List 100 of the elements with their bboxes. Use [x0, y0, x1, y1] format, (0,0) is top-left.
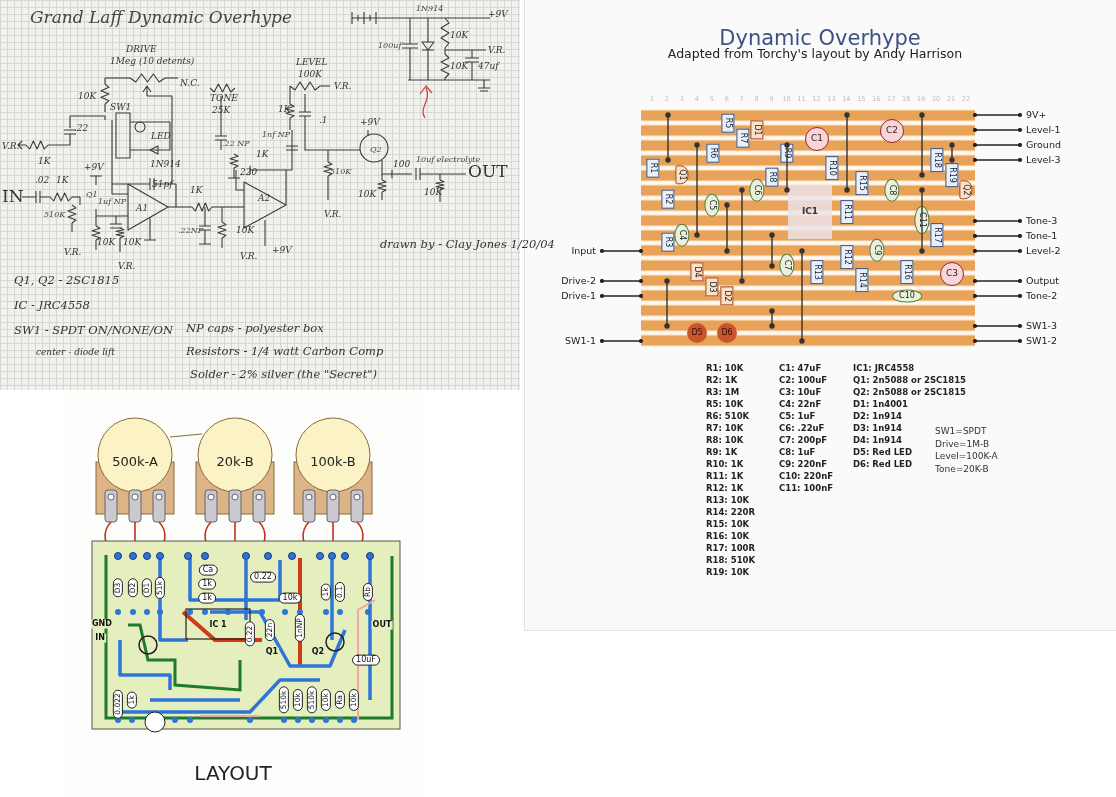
handwritten-label: 10K [450, 62, 469, 72]
parts-list-entry: R1: 10K [706, 364, 744, 374]
control-spec: Drive=1M-B [935, 439, 990, 450]
handwritten-label: V.R. [64, 248, 82, 258]
handwritten-label: 10K [358, 190, 377, 200]
handwritten-label: N.C. [180, 79, 200, 89]
pcb-text: Q2 [310, 647, 326, 657]
handwritten-label: V.R. [488, 46, 506, 56]
terminal-label: Tone-3 [1026, 216, 1058, 226]
resistor-label: R19 [945, 163, 959, 187]
component-label: 10k [278, 592, 302, 604]
terminal-label: 9V+ [1026, 110, 1047, 120]
parts-list-entry: R16: 10K [706, 532, 750, 542]
resistor-label: R6 [706, 143, 720, 163]
control-spec: SW1=SPDT [935, 427, 987, 437]
component-label: Ca [198, 564, 218, 576]
resistor-label: R18 [930, 148, 944, 172]
handwritten-label: TONE [210, 94, 238, 104]
wire [972, 142, 1023, 148]
pot-value-label: 500k-A [112, 454, 158, 470]
parts-list-entry: C4: 22nF [779, 400, 822, 410]
parts-list-entry: C9: 220nF [779, 460, 828, 470]
wire [599, 293, 644, 299]
parts-list-entry: D5: Red LED [853, 448, 912, 458]
handwritten-label: 1K [56, 176, 69, 186]
diode-label: D3 [705, 277, 719, 297]
resistor-label: R1 [646, 158, 660, 178]
pcb-text: IC 1 [208, 620, 228, 630]
parts-list-entry: C5: 1uF [779, 412, 816, 422]
handwritten-label: 10K [424, 188, 443, 198]
parts-list-entry: R10: 1K [706, 460, 744, 470]
control-spec: Tone=20K-B [935, 464, 989, 475]
parts-list-entry: D6: Red LED [853, 460, 912, 470]
parts-list-entry: R11: 1K [706, 472, 744, 482]
wire [972, 218, 1023, 224]
parts-list-entry: R18: 510K [706, 556, 756, 566]
handwritten-label: .02 [35, 176, 50, 186]
resistor-label: R11 [840, 200, 854, 224]
handwritten-label: 10K [123, 238, 142, 248]
layout-caption: LAYOUT [194, 762, 272, 784]
handwritten-label: 1K [278, 105, 291, 115]
handwritten-label: +9V [488, 10, 508, 20]
handwritten-label: 220 [240, 168, 258, 178]
wire [972, 112, 1023, 118]
handwritten-label: +9V [272, 246, 292, 256]
handwritten-note: Q1, Q2 - 2SC1815 [14, 274, 120, 287]
terminal-label: Drive-1 [561, 291, 596, 301]
handwritten-label: Q2 [370, 146, 382, 155]
parts-list-entry: R15: 10K [706, 520, 750, 530]
ic-label: IC1 [788, 185, 832, 239]
terminal-label: Ground [1026, 140, 1061, 150]
parts-list-entry: R13: 10K [706, 496, 750, 506]
handwritten-label: V.R. [2, 142, 20, 152]
handwritten-label: 10K [97, 238, 116, 248]
control-spec: Level=100K-A [935, 452, 998, 462]
handwritten-label: 47uf [478, 62, 499, 72]
resistor-label: R5 [721, 113, 735, 133]
wire [972, 338, 1023, 344]
handwritten-label: LEVEL [296, 58, 328, 68]
resistor-label: R8 [765, 167, 779, 187]
diode-label: D2 [720, 286, 734, 306]
resistor-label: R10 [825, 156, 839, 180]
handwritten-label: 1Meg (10 detents) [110, 57, 195, 67]
resistor-label: R16 [900, 260, 914, 284]
wire [972, 248, 1023, 254]
handwritten-label: 10K [236, 226, 255, 236]
parts-list-entry: R2: 1K [706, 376, 738, 386]
wire [599, 278, 644, 284]
handwritten-label: 10K [450, 31, 469, 41]
resistor-label: R2 [661, 189, 675, 209]
parts-list-entry: R7: 10K [706, 424, 744, 434]
terminal-label: Level-1 [1026, 125, 1061, 135]
handwritten-label: A2 [258, 194, 271, 204]
parts-list-entry: D4: 1n914 [853, 436, 903, 446]
handwritten-label: 1uf NP [98, 198, 127, 207]
handwritten-label: 100uf [378, 42, 402, 51]
parts-list-entry: R5: 10K [706, 400, 744, 410]
parts-list-entry: R17: 100R [706, 544, 756, 554]
terminal-label: SW1-2 [1026, 336, 1057, 346]
parts-list-entry: C2: 100uF [779, 376, 828, 386]
handwritten-label: .22 NP [222, 140, 250, 149]
wire [972, 233, 1023, 239]
wire [972, 157, 1023, 163]
handwritten-label: 10K [78, 92, 97, 102]
parts-list-entry: D2: 1n914 [853, 412, 903, 422]
terminal-label: Input [571, 246, 596, 256]
component-label: 1k [198, 592, 216, 604]
terminal-label: Output [1026, 276, 1059, 286]
component-label: 10uF [352, 654, 380, 666]
resistor-label: R7 [736, 128, 750, 148]
parts-list-entry: C7: 200pF [779, 436, 828, 446]
parts-list-entry: Q2: 2n5088 or 2SC1815 [853, 388, 966, 398]
terminal-label: Level-2 [1026, 246, 1061, 256]
handwritten-note: NP caps - polyester box [186, 322, 324, 335]
handwritten-note: IC - JRC4558 [14, 299, 90, 312]
terminal-label: Tone-2 [1026, 291, 1058, 301]
parts-list-entry: R9: 1K [706, 448, 738, 458]
parts-list-entry: D3: 1n914 [853, 424, 903, 434]
handwritten-label: V.R. [334, 82, 352, 92]
handwritten-label: 1K [38, 157, 51, 167]
